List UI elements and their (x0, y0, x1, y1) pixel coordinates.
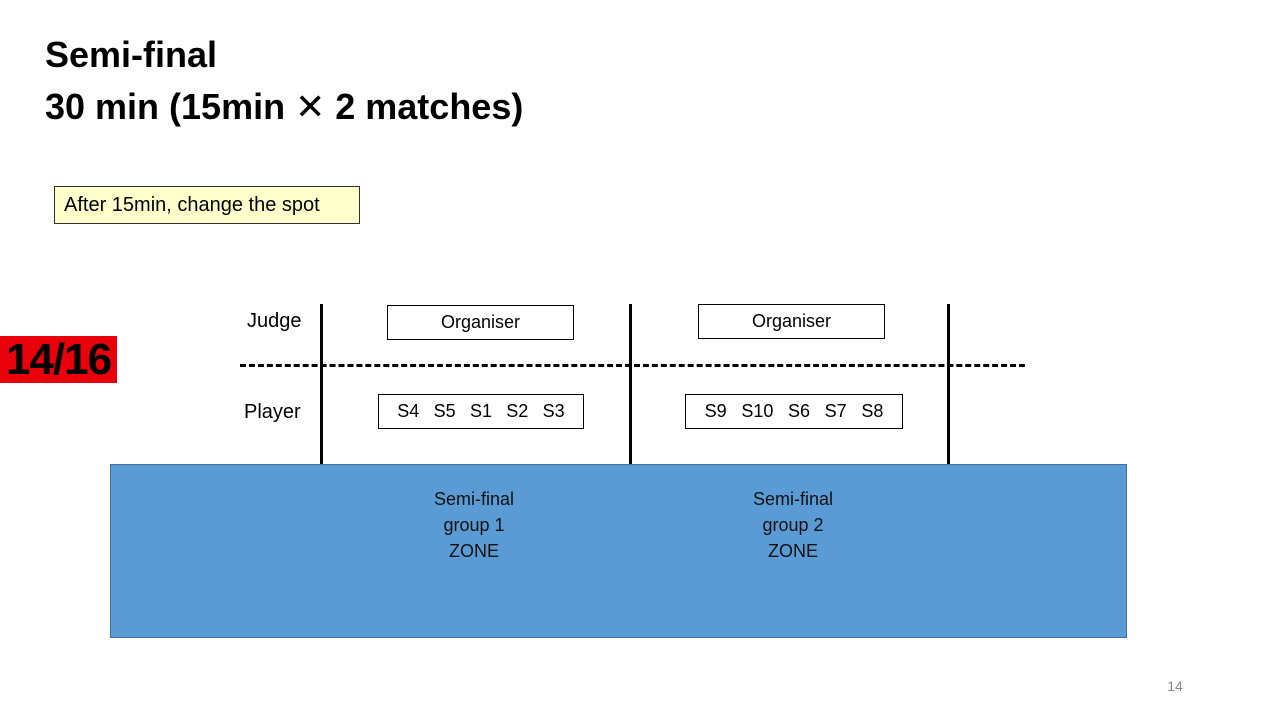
judge-row-label: Judge (247, 310, 302, 332)
player-tag: S1 (469, 401, 492, 421)
instruction-note: After 15min, change the spot (54, 186, 360, 224)
group-2-zone-label: Semi-final group 2 ZONE (713, 486, 873, 564)
zone-divider-right (947, 304, 950, 464)
judge-player-separator (240, 364, 1025, 367)
player-tag: S3 (542, 401, 565, 421)
page-badge: 14/16 (0, 336, 117, 383)
player-row-label: Player (244, 401, 301, 423)
player-tag: S4 (397, 401, 420, 421)
zone-label-line: group 2 (762, 515, 824, 535)
player-tag: S9 (704, 401, 727, 421)
zone-label-line: Semi-final (433, 489, 515, 509)
slide-title: Semi-final (45, 34, 218, 75)
zone-label-line: ZONE (448, 541, 499, 561)
player-tag: S7 (824, 401, 847, 421)
group-2-judge-box: Organiser (698, 304, 885, 339)
zone-divider-left (320, 304, 323, 464)
group-2-players-box: S9 S10 S6 S7 S8 (685, 394, 903, 429)
player-tag: S10 (741, 401, 774, 421)
group-1-zone-label: Semi-final group 1 ZONE (394, 486, 554, 564)
player-tag: S2 (506, 401, 529, 421)
zone-label-line: Semi-final (752, 489, 834, 509)
slide-subtitle: 30 min (15min ✕ 2 matches) (45, 86, 524, 127)
group-1-players-box: S4 S5 S1 S2 S3 (378, 394, 584, 429)
play-zone-area (110, 464, 1127, 638)
zone-divider-middle (629, 304, 632, 464)
zone-label-line: group 1 (443, 515, 505, 535)
slide-number: 14 (1167, 678, 1183, 694)
player-tag: S8 (861, 401, 884, 421)
player-tag: S5 (433, 401, 456, 421)
player-tag: S6 (787, 401, 811, 421)
zone-label-line: ZONE (767, 541, 818, 561)
group-1-judge-box: Organiser (387, 305, 574, 340)
